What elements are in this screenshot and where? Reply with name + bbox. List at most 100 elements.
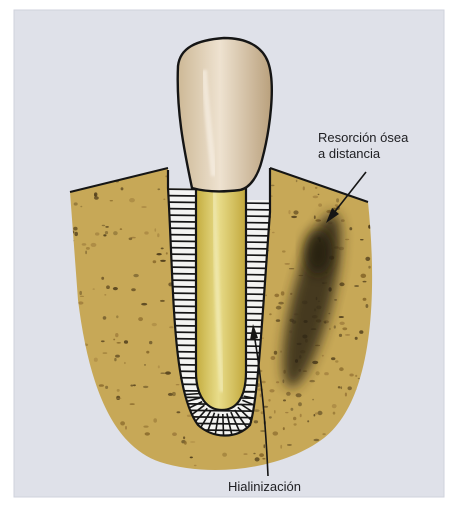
bone-speckle [288,210,290,214]
bone-speckle [268,399,270,402]
bone-speckle [314,439,320,442]
bone-speckle [339,322,344,325]
bone-speckle [272,232,275,234]
bone-speckle [79,291,82,295]
bone-speckle [78,301,84,304]
bone-speckle [342,327,347,330]
label-resorcion-line2: a distancia [318,146,408,162]
bone-speckle [103,352,108,353]
bone-speckle [153,260,157,263]
bone-speckle [243,453,247,454]
label-resorcion-line1: Resorción ósea [318,130,408,146]
bone-speckle [187,415,192,417]
bone-speckle [163,199,165,200]
bone-speckle [318,194,320,195]
bone-speckle [293,417,296,421]
bone-speckle [74,232,78,236]
bone-speckle [335,360,338,362]
bone-speckle [254,409,260,412]
bone-speckle [283,379,285,383]
bone-speckle [333,412,336,415]
bone-speckle [273,431,279,435]
bone-speckle [105,231,108,234]
bone-speckle [329,328,331,330]
bone-speckle [291,216,297,218]
bone-speckle [190,457,193,459]
bone-speckle [106,285,110,289]
bone-speckle [166,252,168,254]
bone-speckle [141,303,147,306]
bone-speckle [354,285,359,287]
bone-speckle [324,372,329,375]
bone-speckle [360,239,364,240]
tooth-root [196,166,246,410]
bone-speckle [124,362,126,364]
bone-speckle [274,294,279,298]
bone-speckle [348,386,352,390]
bone-speckle [113,287,118,290]
bone-speckle [280,445,282,449]
bone-speckle [133,384,136,386]
bone-speckle [129,238,133,241]
bone-speckle [131,288,136,291]
resorption-core [304,230,332,274]
bone-speckle [274,410,276,414]
bone-speckle [260,394,262,398]
bone-speckle [161,248,164,250]
bone-speckle [276,381,279,383]
bone-speckle [138,317,143,321]
bone-speckle [341,219,345,222]
bone-speckle [172,392,176,396]
bone-speckle [318,411,323,415]
bone-speckle [143,426,148,428]
bone-speckle [194,465,197,466]
bone-speckle [153,418,157,422]
bone-speckle [289,268,294,269]
bone-speckle [287,444,292,445]
bone-speckle [314,414,316,417]
bone-speckle [144,231,148,234]
bone-speckle [303,186,305,190]
bone-speckle [190,441,195,442]
bone-speckle [172,432,177,436]
bone-speckle [146,351,149,354]
bone-speckle [339,367,344,371]
bone-speckle [334,299,337,301]
bone-speckle [345,334,350,336]
bone-speckle [102,225,105,226]
bone-speckle [113,339,115,341]
bone-speckle [349,227,352,230]
bone-speckle [290,293,292,295]
bone-speckle [116,398,121,399]
bone-speckle [157,188,160,190]
bone-speckle [280,351,282,353]
bone-speckle [296,180,298,182]
bone-speckle [94,192,97,196]
bone-speckle [269,389,274,392]
bone-speckle [176,384,180,385]
bone-speckle [222,453,227,457]
bone-speckle [285,263,290,265]
bone-speckle [125,426,127,430]
bone-speckle [349,374,353,377]
bone-speckle [80,206,82,208]
bone-speckle [316,371,320,375]
bone-speckle [307,420,309,422]
bone-speckle [86,247,90,250]
bone-speckle [117,342,121,344]
bone-speckle [157,233,159,237]
bone-speckle [293,210,298,214]
bone-speckle [169,326,173,328]
bone-speckle [315,219,321,222]
bone-speckle [276,306,282,310]
bone-speckle [120,421,125,425]
bone-speckle [298,402,302,406]
tooth-crown [178,38,272,191]
bone-speckle [130,385,133,387]
bone-speckle [341,386,343,389]
bone-speckle [85,251,87,255]
bone-speckle [155,228,157,232]
bone-speckle [322,355,324,357]
bone-speckle [105,226,109,228]
